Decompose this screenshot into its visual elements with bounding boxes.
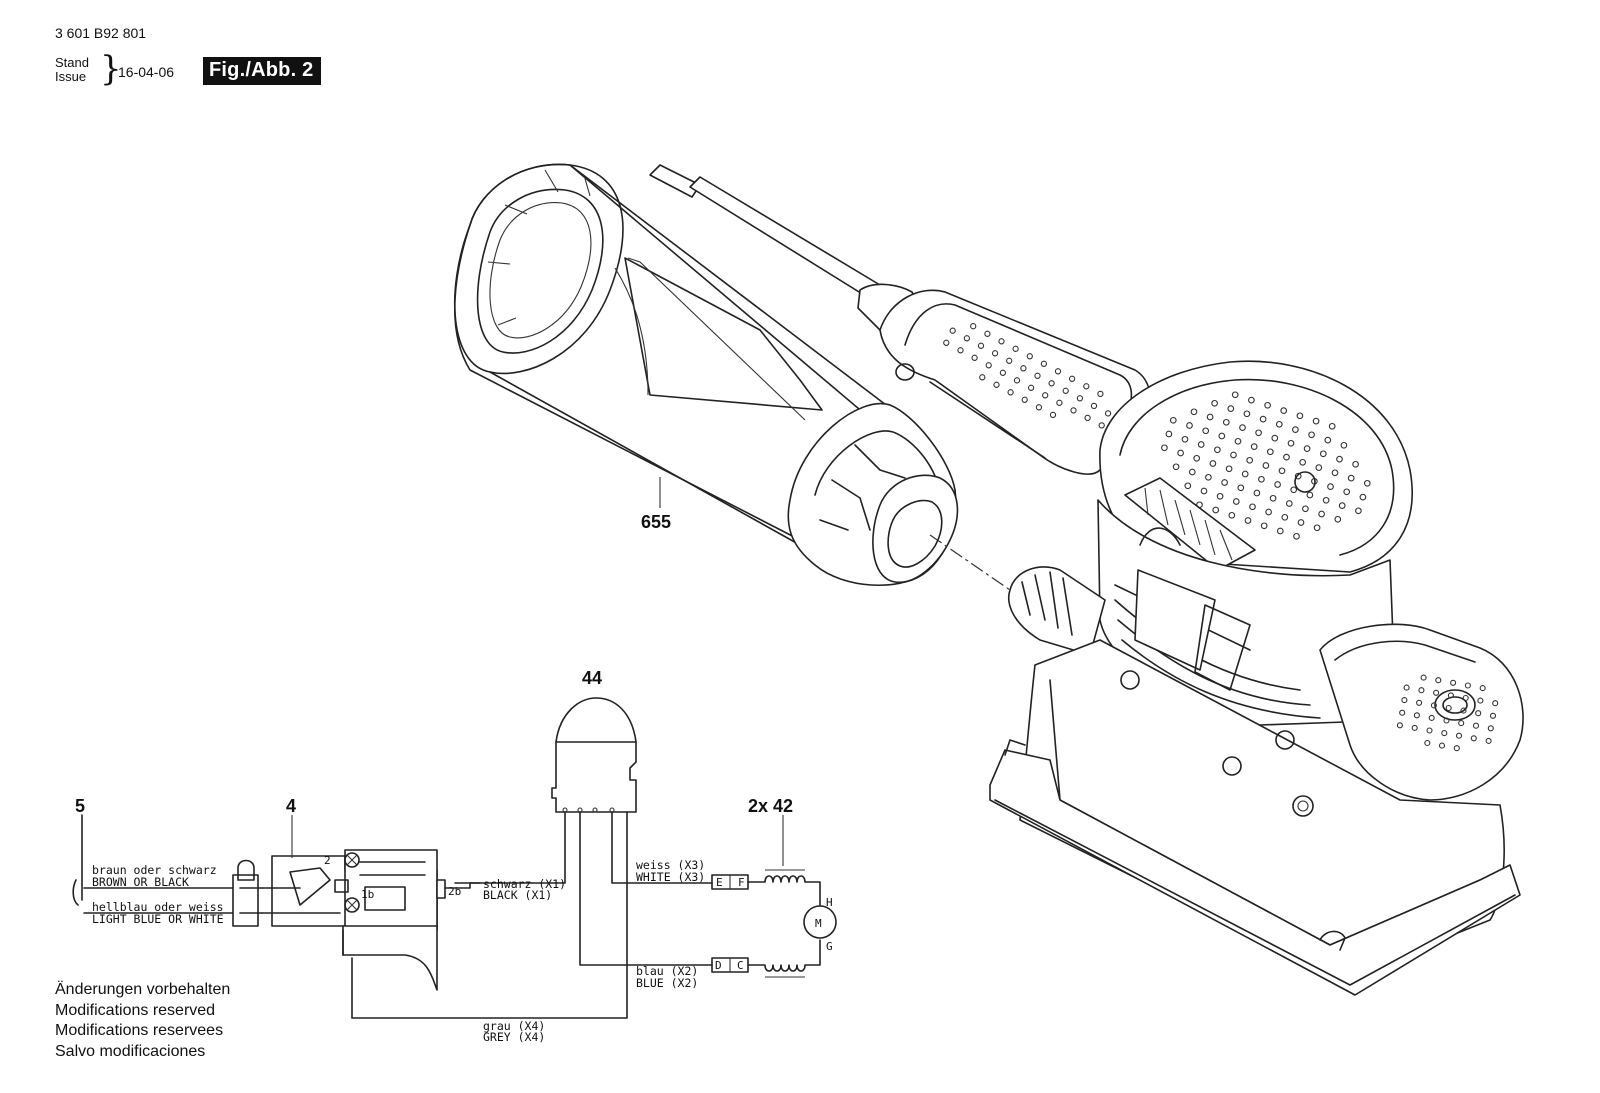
part-label-42: 2x 42	[748, 796, 793, 816]
part-label-4: 4	[286, 796, 296, 816]
note-de: Änderungen vorbehalten	[55, 981, 231, 998]
terminal-d: D	[715, 959, 722, 972]
brace-symbol: }	[100, 49, 122, 89]
wire-label-brown-de: braun oder schwarz	[92, 863, 217, 877]
stand-issue-labels: Stand Issue	[55, 56, 89, 84]
wire-label-brown-en: BROWN OR BLACK	[92, 875, 189, 889]
wire-label-x2-de: blau (X2)	[636, 964, 698, 978]
note-en: Modifications reserved	[55, 1001, 216, 1019]
modification-notes: Änderungen vorbehalten Modifications res…	[55, 980, 230, 1062]
issue-label: Issue	[55, 69, 87, 84]
wire-label-x1-en: BLACK (X1)	[483, 888, 552, 902]
motor-symbol	[803, 905, 837, 939]
part-number: 3 601 B92 801	[55, 25, 147, 41]
terminal-c: C	[737, 959, 744, 972]
part-label-5: 5	[75, 796, 85, 816]
terminal-1b: 1b	[361, 888, 374, 901]
wire-label-x3-de: weiss (X3)	[636, 858, 705, 872]
wire-label-x1-de: schwarz (X1)	[483, 877, 566, 891]
wire-label-x3-en: WHITE (X3)	[636, 870, 705, 884]
motor-label: M	[815, 917, 822, 930]
note-fr: Modifications reservees	[55, 1022, 224, 1039]
wire-label-x4-en: GREY (X4)	[483, 1030, 545, 1044]
part-label-655: 655	[641, 512, 671, 532]
part-callouts: 655 44 5 4 2x 42	[75, 477, 793, 816]
stand-label: Stand	[55, 55, 89, 70]
figure-label: Fig./Abb. 2	[203, 57, 322, 85]
sander-body	[649, 164, 1524, 996]
issue-date: 16-04-06	[118, 64, 175, 80]
terminal-f: F	[738, 876, 745, 889]
wire-label-blue-en: LIGHT BLUE OR WHITE	[92, 912, 224, 926]
terminal-2b: 2b	[448, 885, 461, 898]
assembly-axis	[929, 534, 1011, 591]
wire-label-blue-de: hellblau oder weiss	[92, 900, 224, 914]
part-label-44: 44	[582, 668, 602, 688]
wire-label-x2-en: BLUE (X2)	[636, 976, 698, 990]
terminal-h: H	[826, 896, 833, 909]
dust-canister	[453, 163, 959, 587]
terminal-2: 2	[324, 854, 331, 867]
wiring-diagram: 2 1b 2b E F D C M H G braun oder schwarz…	[72, 697, 837, 1044]
terminal-g: G	[826, 940, 833, 953]
wire-label-x4-de: grau (X4)	[483, 1019, 545, 1033]
note-es: Salvo modificaciones	[55, 1042, 206, 1060]
terminal-e: E	[716, 876, 723, 889]
